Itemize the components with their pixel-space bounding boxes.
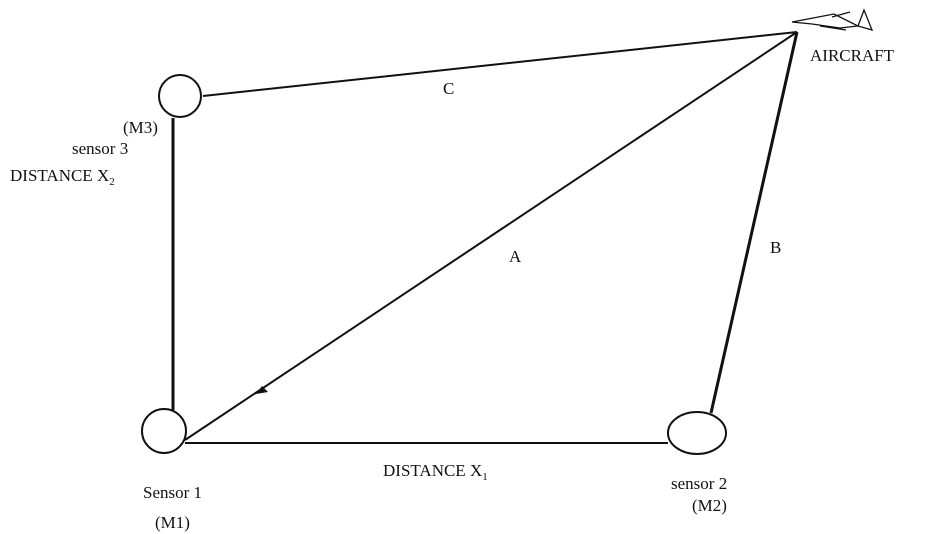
aircraft-icon bbox=[791, 8, 874, 31]
aircraft-label: AIRCRAFT bbox=[810, 46, 895, 65]
distance-x1-subscript: 1 bbox=[482, 471, 488, 483]
line-a-label: A bbox=[509, 247, 522, 266]
sensor-3-code: (M3) bbox=[123, 118, 158, 137]
line-a-arrow-mark bbox=[256, 386, 268, 394]
sensor-2-name: sensor 2 bbox=[671, 474, 728, 493]
sensor-1-node bbox=[141, 408, 187, 454]
sensor-2-node bbox=[667, 411, 727, 455]
distance-x2-text: DISTANCE X bbox=[10, 166, 110, 185]
distance-x2-subscript: 2 bbox=[109, 176, 115, 188]
distance-x1-text: DISTANCE X bbox=[383, 461, 483, 480]
sensor-1-code: (M1) bbox=[155, 513, 190, 532]
distance-x2-label: DISTANCE X2 bbox=[10, 167, 115, 188]
distance-x1-label: DISTANCE X1 bbox=[383, 462, 488, 483]
line-b bbox=[709, 31, 799, 414]
line-a bbox=[184, 31, 798, 441]
line-c bbox=[202, 31, 798, 97]
sensor-3-name: sensor 3 bbox=[72, 139, 129, 158]
sensor-3-node bbox=[158, 74, 202, 118]
line-c-label: C bbox=[443, 79, 455, 98]
line-b-label: B bbox=[770, 238, 782, 257]
sensor-1-name: Sensor 1 bbox=[143, 483, 203, 502]
sensor-2-code: (M2) bbox=[692, 496, 727, 515]
